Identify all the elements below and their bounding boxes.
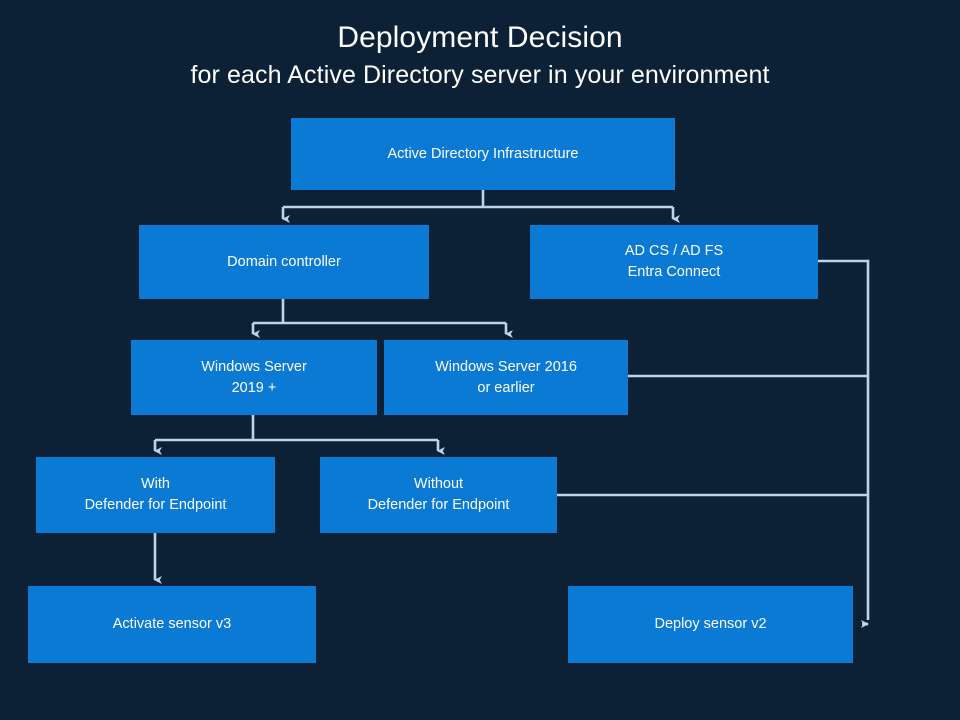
title-subtitle: for each Active Directory server in your… xyxy=(190,61,770,89)
node-ad-infrastructure[interactable]: Active Directory Infrastructure xyxy=(291,118,675,190)
node-windows-server-2019-plus[interactable]: Windows Server 2019 + xyxy=(131,340,377,415)
node-deploy-sensor-v2[interactable]: Deploy sensor v2 xyxy=(568,586,853,663)
page-title: Deployment Decision for each Active Dire… xyxy=(0,18,960,92)
node-windows-server-2016-or-earlier[interactable]: Windows Server 2016 or earlier xyxy=(384,340,628,415)
node-without-defender-for-endpoint[interactable]: Without Defender for Endpoint xyxy=(320,457,557,533)
node-domain-controller[interactable]: Domain controller xyxy=(139,225,429,299)
node-activate-sensor-v3[interactable]: Activate sensor v3 xyxy=(28,586,316,663)
node-adcs-adfs-entra-connect[interactable]: AD CS / AD FS Entra Connect xyxy=(530,225,818,299)
edge-adcs-to-deploy-sensor-v2 xyxy=(818,259,870,620)
node-with-defender-for-endpoint[interactable]: With Defender for Endpoint xyxy=(36,457,275,533)
title-main: Deployment Decision xyxy=(337,21,623,54)
